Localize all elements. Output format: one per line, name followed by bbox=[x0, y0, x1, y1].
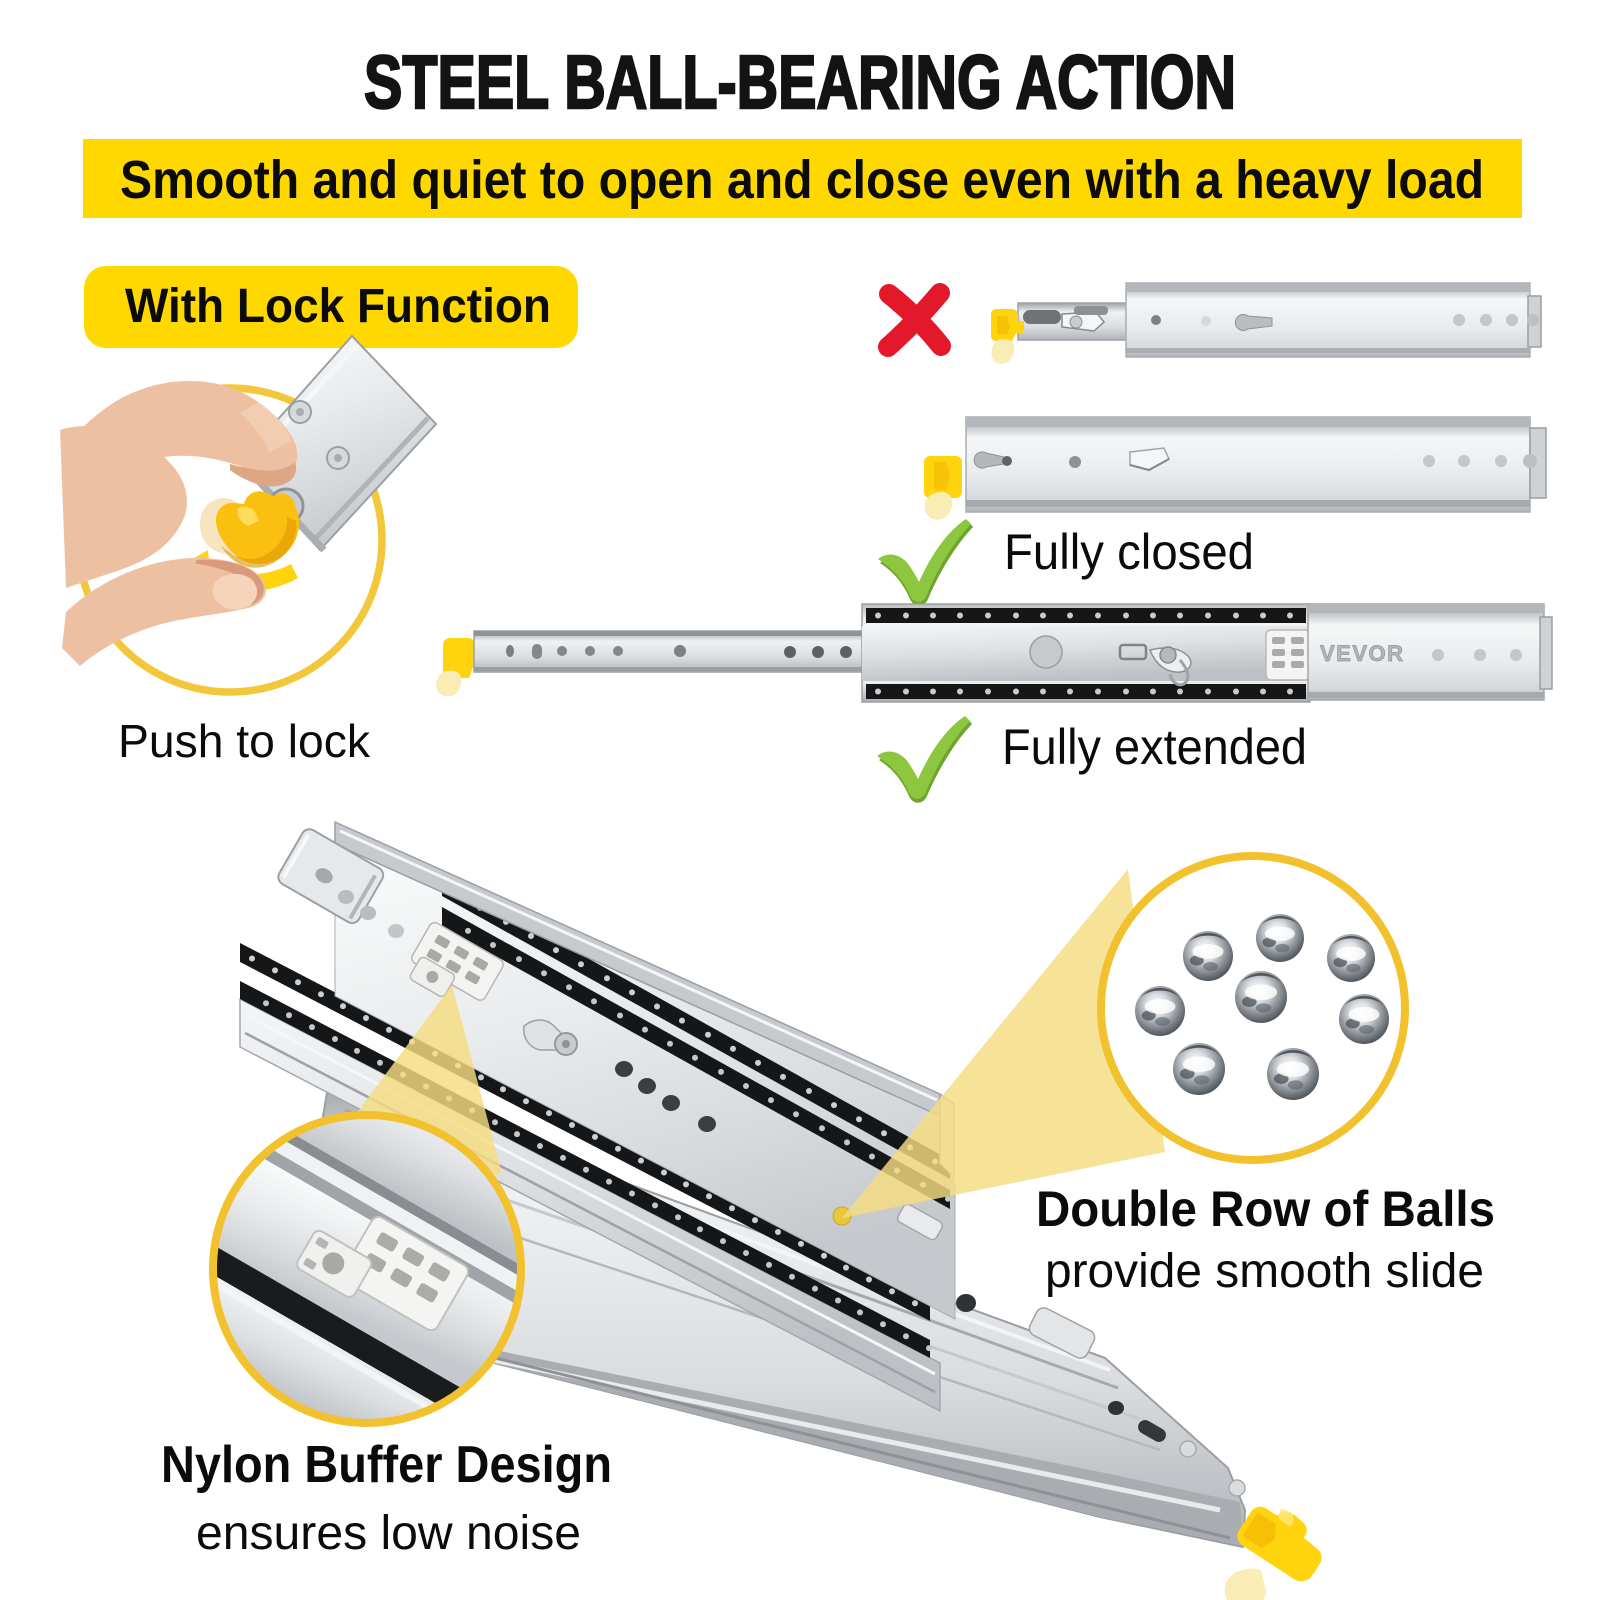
svg-text:ensures low noise: ensures low noise bbox=[196, 1507, 581, 1560]
svg-text:STEEL BALL-BEARING ACTION: STEEL BALL-BEARING ACTION bbox=[364, 40, 1236, 124]
svg-text:Push to lock: Push to lock bbox=[118, 715, 371, 767]
svg-text:Double Row of Balls: Double Row of Balls bbox=[1036, 1181, 1495, 1237]
svg-text:Smooth and quiet to open and c: Smooth and quiet to open and close even … bbox=[120, 150, 1484, 210]
svg-text:Nylon Buffer Design: Nylon Buffer Design bbox=[161, 1436, 612, 1494]
svg-text:VEVOR: VEVOR bbox=[1320, 641, 1405, 666]
svg-text:provide smooth slide: provide smooth slide bbox=[1045, 1245, 1484, 1298]
svg-text:With Lock Function: With Lock Function bbox=[125, 280, 551, 333]
svg-text:Fully closed: Fully closed bbox=[1004, 524, 1254, 580]
svg-text:Fully extended: Fully extended bbox=[1002, 719, 1307, 775]
